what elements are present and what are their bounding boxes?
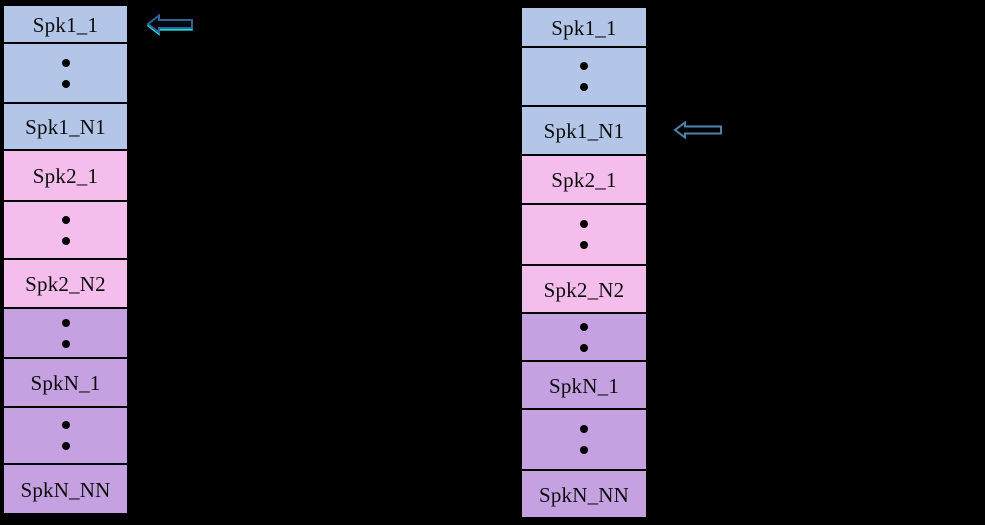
- ellipsis-dot: [580, 62, 588, 70]
- ellipsis-cell: [520, 48, 648, 107]
- speaker-cell-spkn-nn: SpkN_NN: [2, 465, 129, 515]
- ellipsis-cell: [2, 202, 129, 260]
- speaker-cell-spk2-n2: Spk2_N2: [2, 260, 129, 309]
- right-block-arrow-icon: [673, 121, 722, 139]
- ellipsis-cell: [520, 314, 648, 362]
- speaker-cell-spk2-1: Spk2_1: [520, 156, 648, 205]
- speaker-cell-spk2-1: Spk2_1: [2, 151, 129, 202]
- speaker-cell-spkn-1: SpkN_1: [520, 362, 648, 410]
- left-block-arrow-icon: [146, 13, 193, 36]
- ellipsis-dot: [580, 446, 588, 454]
- speaker-cell-label: SpkN_1: [548, 373, 620, 398]
- speaker-cell-spk1-1: Spk1_1: [2, 4, 129, 44]
- ellipsis-dot: [61, 236, 70, 245]
- ellipsis-cell: [520, 410, 648, 471]
- speaker-cell-label: Spk2_N2: [543, 277, 625, 302]
- speaker-stack-right: Spk1_1 Spk1_N1 Spk2_1 Spk2_N2 SpkN_1 Spk…: [520, 6, 648, 519]
- speaker-cell-label: SpkN_NN: [20, 477, 111, 502]
- speaker-cell-label: Spk2_1: [32, 164, 99, 188]
- ellipsis-dot: [61, 79, 70, 88]
- speaker-cell-spk1-n1: Spk1_N1: [2, 104, 129, 151]
- ellipsis-dot: [61, 58, 70, 67]
- speaker-cell-spkn-1: SpkN_1: [2, 359, 129, 408]
- ellipsis-dot: [580, 343, 588, 352]
- ellipsis-dot: [580, 425, 588, 433]
- ellipsis-dot: [61, 339, 70, 348]
- ellipsis-dot: [61, 215, 70, 224]
- speaker-cell-label: Spk2_1: [551, 168, 617, 192]
- speaker-cell-spk1-1: Spk1_1: [520, 6, 648, 48]
- speaker-cell-spk1-n1: Spk1_N1: [520, 107, 648, 156]
- ellipsis-dot: [61, 318, 70, 327]
- arrow-shape: [146, 13, 193, 35]
- ellipsis-cell: [2, 408, 129, 465]
- ellipsis-dot: [580, 220, 588, 228]
- ellipsis-dot: [580, 241, 588, 249]
- speaker-stack-left: Spk1_1 Spk1_N1 Spk2_1 Spk2_N2 SpkN_1 Spk…: [2, 4, 129, 515]
- ellipsis-dot: [580, 322, 588, 331]
- speaker-cell-label: SpkN_NN: [538, 482, 630, 507]
- speaker-cell-spk2-n2: Spk2_N2: [520, 266, 648, 314]
- speaker-cell-label: Spk1_N1: [25, 115, 106, 139]
- ellipsis-cell: [2, 44, 129, 104]
- speaker-cell-spkn-nn: SpkN_NN: [520, 471, 648, 519]
- speaker-cell-label: Spk1_1: [32, 12, 99, 37]
- ellipsis-dot: [61, 421, 70, 429]
- ellipsis-cell: [2, 309, 129, 359]
- speaker-cell-label: Spk2_N2: [25, 272, 106, 296]
- speaker-cell-label: Spk1_1: [551, 15, 617, 40]
- speaker-cell-label: SpkN_1: [30, 371, 101, 395]
- speaker-cell-label: Spk1_N1: [543, 119, 625, 143]
- ellipsis-dot: [580, 83, 588, 91]
- ellipsis-dot: [61, 442, 70, 450]
- arrow-shape: [673, 121, 722, 139]
- ellipsis-cell: [520, 205, 648, 266]
